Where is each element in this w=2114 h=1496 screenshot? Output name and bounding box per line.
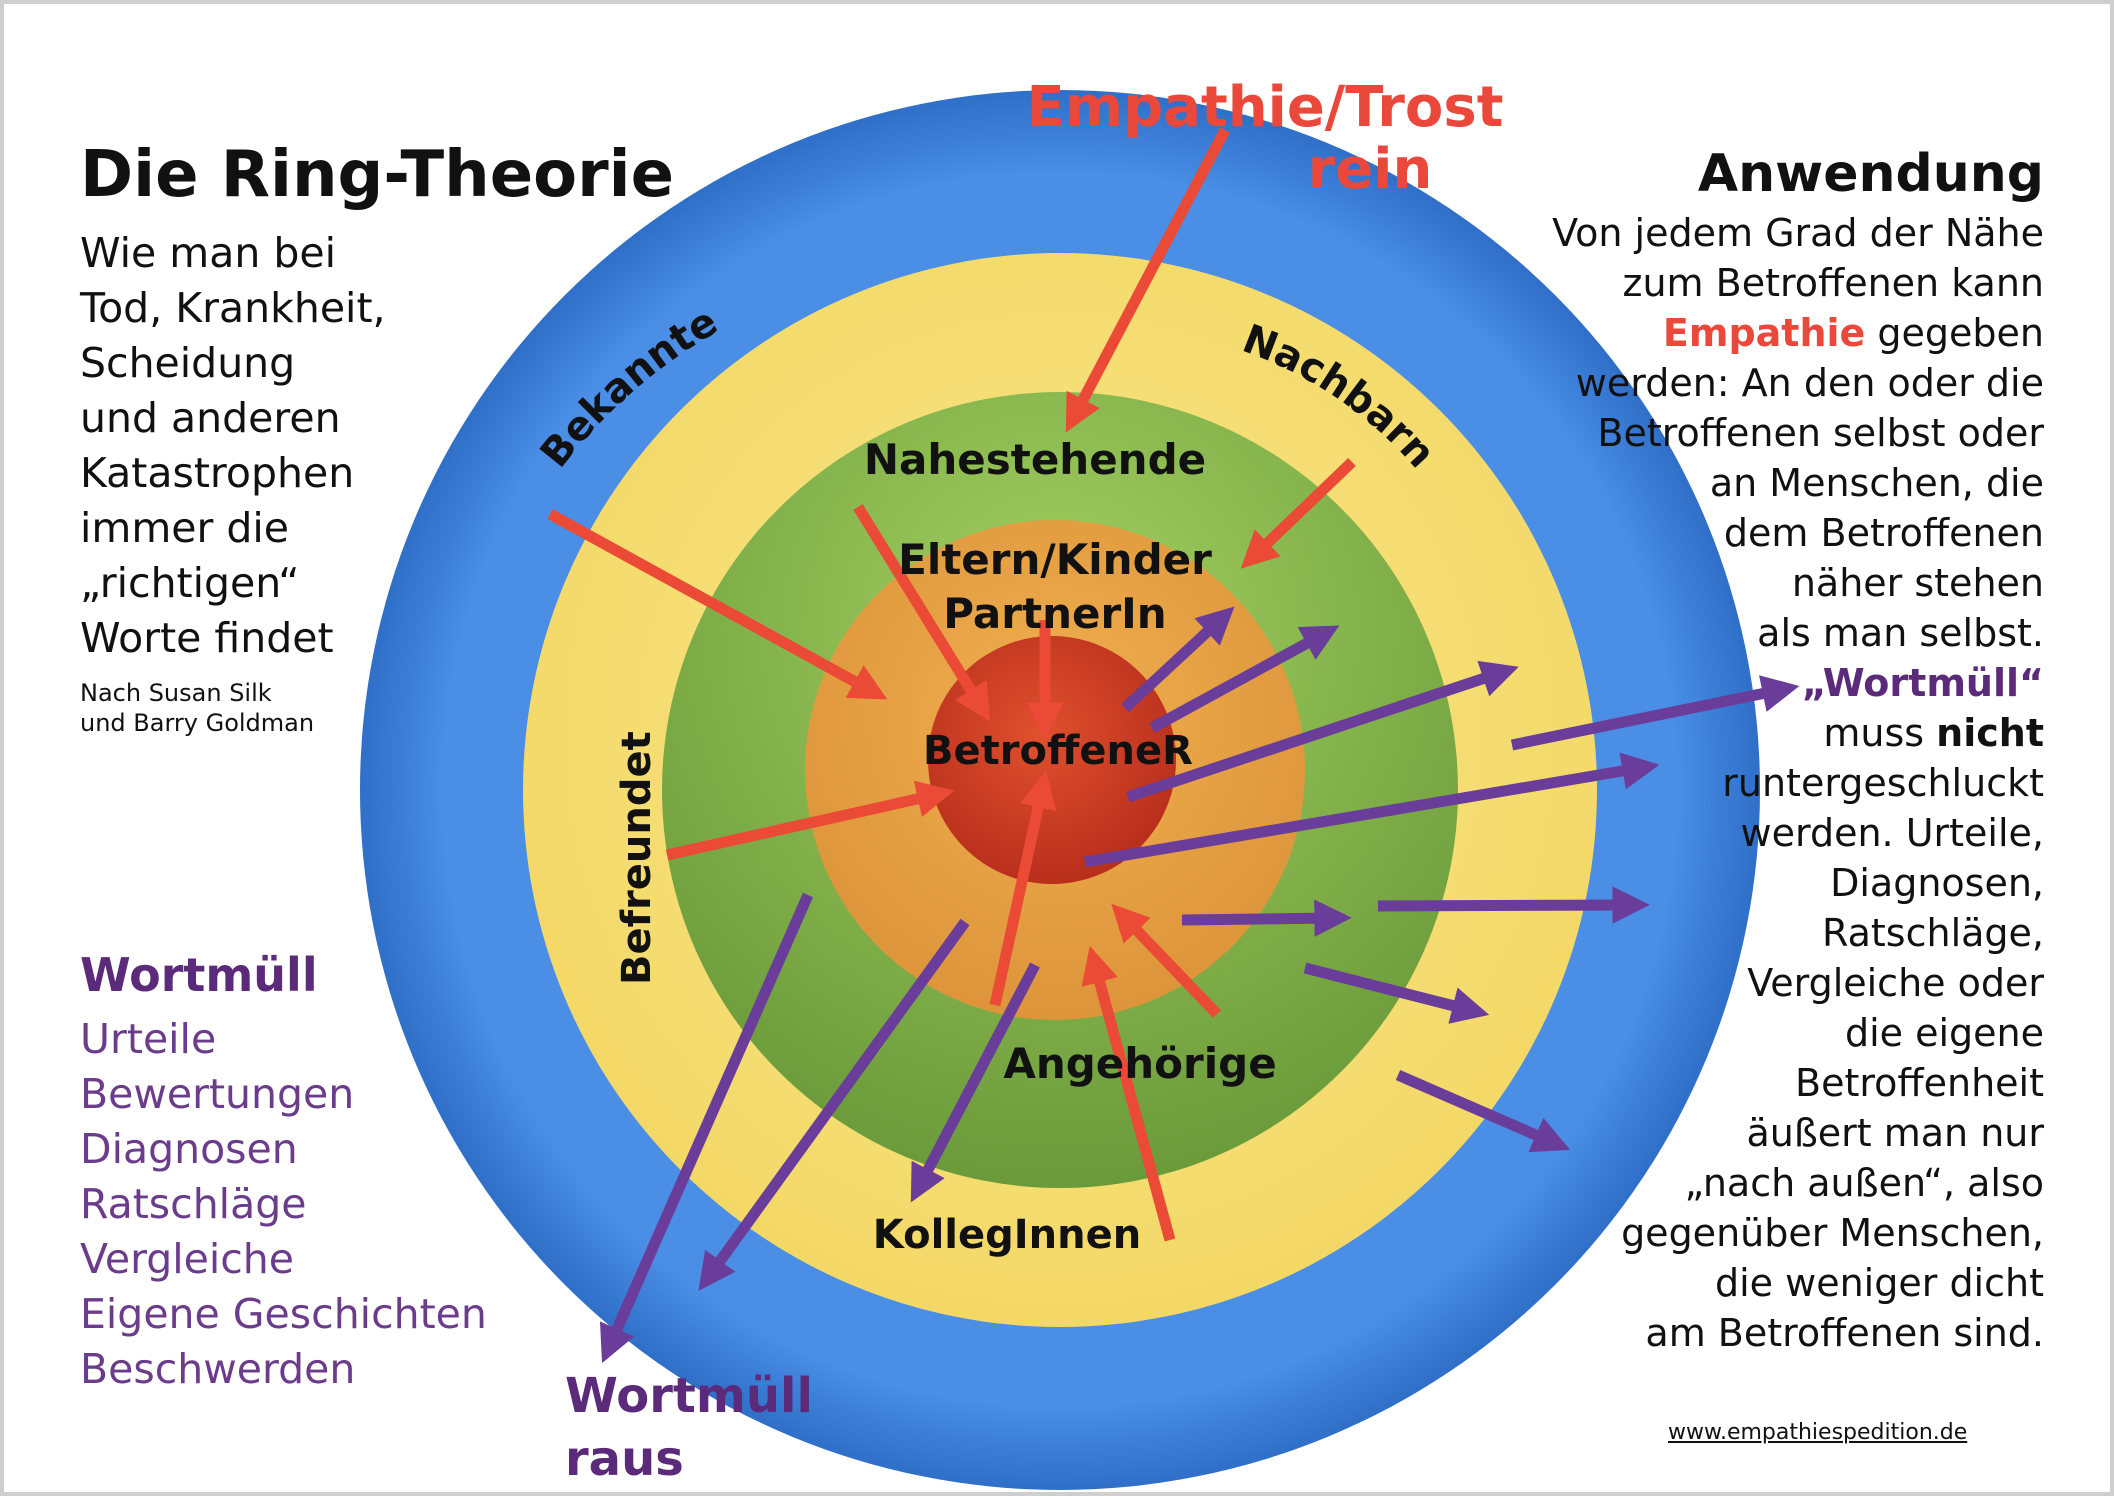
list-item: Ratschläge <box>80 1180 307 1228</box>
wortmuell-arrow-4 <box>1510 675 1800 751</box>
label-betroffener: BetroffeneR <box>923 728 1193 774</box>
wortmuell-arrow-7 <box>1377 886 1650 924</box>
label-angehoerige: Angehörige <box>1003 1039 1276 1088</box>
empathy-arrow-1 <box>1065 127 1230 433</box>
label-eltern-kinder: Eltern/Kinder <box>898 535 1212 584</box>
anwendung-line: Ratschläge, <box>1822 911 2044 955</box>
label-partnerin: PartnerIn <box>943 589 1166 638</box>
empathy-arrow-2 <box>1240 458 1356 569</box>
anwendung-line: „nach außen“, also <box>1684 1161 2045 1205</box>
anwendung-line: werden: An den oder die <box>1575 361 2044 405</box>
wortmuell-arrow-12 <box>599 892 814 1364</box>
wortmuell-arrow-2 <box>1149 625 1340 733</box>
wortmuell-list: Urteile Bewertungen Diagnosen Ratschläge… <box>80 1012 487 1397</box>
subtitle-line: Katastrophen <box>80 449 355 497</box>
subtitle-line: Tod, Krankheit, <box>80 284 386 332</box>
subtitle-line: Scheidung <box>80 339 296 387</box>
anwendung-body: Von jedem Grad der Nähe zum Betroffenen … <box>1444 208 2044 1358</box>
anwendung-line: näher stehen <box>1791 561 2044 605</box>
wortmuell-title: Wortmüll <box>80 948 318 1002</box>
anwendung-text: gegeben <box>1865 311 2044 355</box>
wortmuell-highlight: „Wortmüll“ <box>1801 661 2044 705</box>
list-item: Urteile <box>80 1015 217 1063</box>
empathy-arrows <box>547 127 1356 1242</box>
anwendung-line: die eigene <box>1844 1011 2044 1055</box>
subtitle-line: „richtigen“ <box>80 559 300 607</box>
wortmuell-arrow-6 <box>1181 899 1352 937</box>
anwendung-line: Betroffenen selbst oder <box>1597 411 2044 455</box>
empathie-trost-label: Empathie/Trost <box>1027 75 1504 140</box>
wortmuell-arrows <box>599 606 1800 1364</box>
wortmuell-arrow-9 <box>1395 1069 1571 1153</box>
wortmuell-arrow-5 <box>1084 752 1660 868</box>
label-befreundet: Befreundet <box>614 731 660 985</box>
anwendung-title: Anwendung <box>1697 144 2044 204</box>
credit-line: und Barry Goldman <box>80 709 315 737</box>
anwendung-line: zum Betroffenen kann <box>1622 261 2045 305</box>
subtitle-line: Worte findet <box>80 614 334 662</box>
label-nahestehende: Nahestehende <box>864 435 1206 484</box>
empathy-arrow-4 <box>853 504 991 722</box>
empathy-arrow-3 <box>547 509 888 700</box>
anwendung-line: runtergeschluckt <box>1722 761 2044 805</box>
subtitle-line: und anderen <box>80 394 341 442</box>
anwendung-line: äußert man nur <box>1746 1111 2044 1155</box>
label-kolleginnen: KollegInnen <box>873 1212 1141 1258</box>
anwendung-line: gegenüber Menschen, <box>1621 1211 2044 1255</box>
nicht-bold: nicht <box>1936 711 2044 755</box>
wortmuell-raus-label-2: raus <box>565 1431 684 1487</box>
anwendung-line: Diagnosen, <box>1830 861 2044 905</box>
list-item: Eigene Geschichten <box>80 1290 487 1338</box>
anwendung-line: Betroffenheit <box>1795 1061 2044 1105</box>
wortmuell-raus-label-1: Wortmüll <box>565 1368 813 1424</box>
wortmuell-arrow-10 <box>910 962 1040 1203</box>
wortmuell-arrow-1 <box>1121 606 1235 713</box>
empathie-highlight: Empathie <box>1662 311 1866 355</box>
empathy-arrow-6 <box>665 780 955 861</box>
credit-line: Nach Susan Silk <box>80 679 272 707</box>
anwendung-line: die weniger dicht <box>1715 1261 2044 1305</box>
anwendung-line: Empathie gegeben <box>1444 308 2044 358</box>
empathie-rein-label: rein <box>1308 137 1433 202</box>
wortmuell-arrow-8 <box>1303 962 1490 1024</box>
anwendung-text: muss <box>1823 711 1937 755</box>
subtitle: Wie man bei Tod, Krankheit, Scheidung un… <box>80 226 386 666</box>
anwendung-line: an Menschen, die <box>1709 461 2044 505</box>
list-item: Vergleiche <box>80 1235 295 1283</box>
anwendung-line: dem Betroffenen <box>1723 511 2044 555</box>
list-item: Beschwerden <box>80 1345 356 1393</box>
empathy-arrow-8 <box>1111 903 1221 1018</box>
subtitle-line: Wie man bei <box>80 229 337 277</box>
page-title: Die Ring-Theorie <box>80 138 674 212</box>
empathy-arrow-7 <box>989 770 1057 1007</box>
anwendung-line: Von jedem Grad der Nähe <box>1552 211 2044 255</box>
anwendung-line: werden. Urteile, <box>1740 811 2044 855</box>
list-item: Diagnosen <box>80 1125 298 1173</box>
anwendung-line: am Betroffenen sind. <box>1645 1311 2044 1355</box>
anwendung-line: Vergleiche oder <box>1747 961 2044 1005</box>
subtitle-line: immer die <box>80 504 290 552</box>
website-link[interactable]: www.empathiespedition.de <box>1668 1420 1968 1445</box>
wortmuell-arrow-3 <box>1126 660 1519 803</box>
wortmuell-arrow-11 <box>698 918 970 1292</box>
anwendung-line: muss nicht <box>1444 708 2044 758</box>
empathy-arrow-9 <box>1081 945 1176 1242</box>
credit: Nach Susan Silk und Barry Goldman <box>80 678 314 738</box>
anwendung-line: als man selbst. <box>1757 611 2044 655</box>
list-item: Bewertungen <box>80 1070 355 1118</box>
